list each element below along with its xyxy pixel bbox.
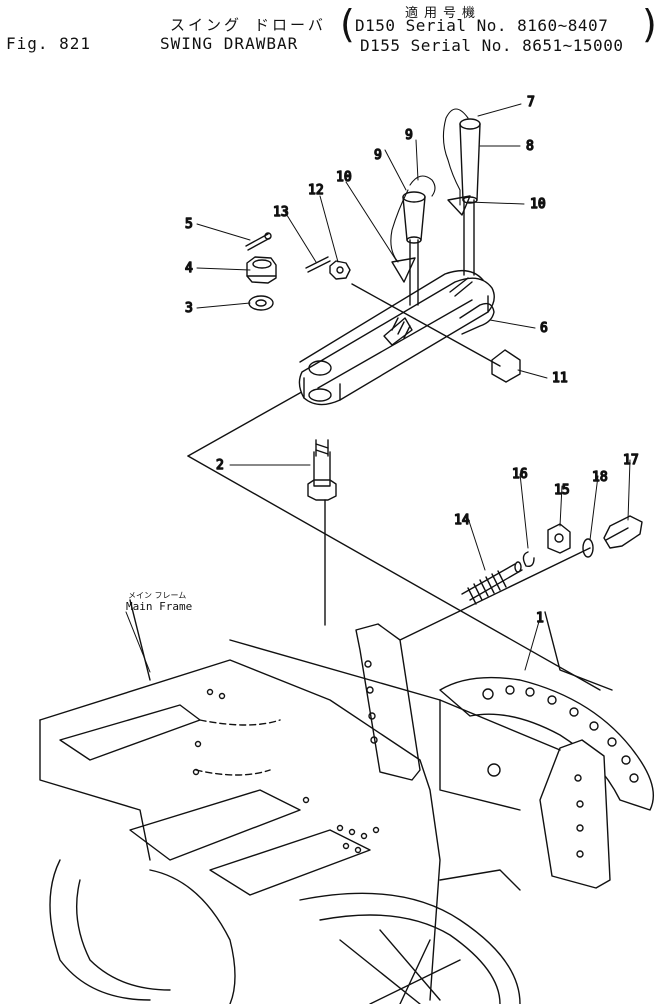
callout-3: 3 <box>185 301 193 316</box>
callout-4: 4 <box>185 261 193 276</box>
callout-11: 11 <box>552 371 568 386</box>
callout-14: 14 <box>454 513 470 528</box>
page-title: SWING DRAWBAR <box>160 34 299 53</box>
nut-4 <box>246 256 277 284</box>
callout-17: 17 <box>623 453 639 468</box>
callout-9-top: 7 <box>527 95 535 110</box>
main-frame-label: Main Frame <box>126 600 192 613</box>
usage-label-jp: 適用号機 <box>405 6 482 21</box>
cotter-pin-13 <box>305 256 331 273</box>
callout-10-right: 10 <box>530 197 546 212</box>
swing-plate-1 <box>439 676 654 811</box>
callout-10-left: 10 <box>336 170 352 185</box>
callout-12: 12 <box>308 183 324 198</box>
main-frame-label-jp: メイン フレーム <box>128 591 186 600</box>
left-paren: ( <box>340 2 355 46</box>
callout-leaders <box>125 103 631 673</box>
right-paren: ) <box>642 2 657 46</box>
callout-2: 2 <box>216 458 224 473</box>
callout-7: 9 <box>374 148 382 163</box>
callout-13: 13 <box>273 205 289 220</box>
washer-16 <box>522 551 535 568</box>
serial-range-d155: D155 Serial No. 8651~15000 <box>360 36 624 55</box>
callout-leader-1 <box>544 611 613 691</box>
callout-6: 6 <box>540 321 548 336</box>
washer-18 <box>582 538 594 558</box>
callout-8: 8 <box>526 139 534 154</box>
link-10 <box>391 195 471 283</box>
serial-range-d150: D150 Serial No. 8160~8407 <box>355 16 609 35</box>
centerline-shaft <box>399 547 591 641</box>
washer-3 <box>248 295 274 311</box>
chain-9-right <box>442 108 469 206</box>
pin-7 <box>402 191 426 306</box>
callout-15: 15 <box>554 483 570 498</box>
main-frame <box>39 599 561 1004</box>
vertical-bracket-left <box>355 623 421 781</box>
bolt-2 <box>307 439 337 501</box>
callout-18: 18 <box>592 470 608 485</box>
pin-8 <box>459 118 481 276</box>
callout-5: 5 <box>185 217 193 232</box>
vertical-bracket-right <box>539 739 611 889</box>
bolt-17 <box>603 515 643 549</box>
callout-1: 1 <box>536 611 544 626</box>
callout-16: 16 <box>512 467 528 482</box>
threaded-shaft-14 <box>461 561 523 605</box>
figure-number: Fig. 821 <box>6 34 92 53</box>
cotter-pin-5 <box>245 232 272 251</box>
title-jp: スイング ドローバ <box>170 16 326 34</box>
centerline-frame <box>187 455 601 691</box>
chain-9-left <box>390 175 436 263</box>
bolt-11 <box>351 283 521 383</box>
nut-12 <box>329 260 351 280</box>
callout-9-left: 9 <box>405 128 413 143</box>
centerline-pin <box>187 379 324 457</box>
nut-15 <box>547 523 571 554</box>
drawbar-bracket <box>298 269 495 406</box>
